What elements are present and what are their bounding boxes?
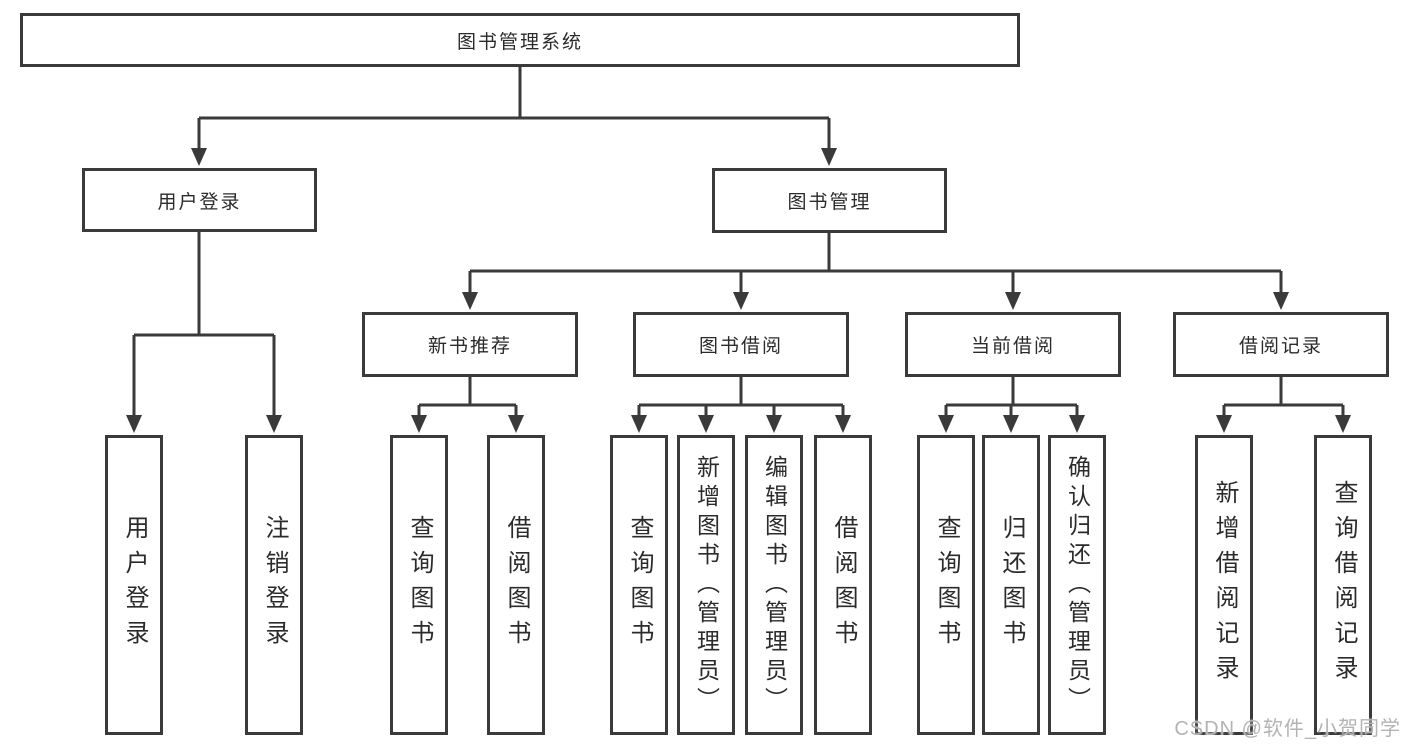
connector-user-login	[126, 232, 282, 433]
node-label: 查询图书	[933, 515, 960, 655]
node-book-borrowing: 图书借阅	[633, 312, 849, 377]
node-label: 当前借阅	[970, 336, 1055, 357]
leaf-add-books-admin: 新增图书（管理员）	[677, 435, 735, 735]
node-label: 新书推荐	[427, 336, 512, 357]
leaf-borrow-books-recommend: 借阅图书	[487, 435, 545, 735]
node-new-book-recommend: 新书推荐	[362, 312, 578, 377]
node-label: 注销登录	[261, 515, 288, 655]
node-label: 借阅图书	[830, 515, 857, 655]
node-label: 新增借阅记录	[1211, 480, 1238, 690]
node-book-management: 图书管理	[712, 168, 947, 233]
node-label: 归还图书	[998, 515, 1025, 655]
node-label: 图书管理系统	[456, 31, 583, 53]
node-label: 图书借阅	[698, 336, 783, 357]
connector-current-borrowing	[938, 377, 1085, 433]
node-root: 图书管理系统	[20, 13, 1020, 67]
node-borrowing-records: 借阅记录	[1173, 312, 1389, 377]
node-label: 编辑图书（管理员）	[761, 454, 788, 716]
node-label: 借阅记录	[1238, 336, 1323, 357]
leaf-return-books: 归还图书	[982, 435, 1040, 735]
node-user-login: 用户登录	[82, 168, 317, 232]
node-label: 借阅图书	[503, 515, 530, 655]
node-label: 查询借阅记录	[1330, 480, 1357, 690]
csdn-watermark: CSDN @软件_小贺同学	[1174, 718, 1401, 740]
node-label: 查询图书	[626, 515, 653, 655]
node-label: 用户登录	[121, 515, 148, 655]
node-label: 查询图书	[406, 515, 433, 655]
connector-book-management	[462, 233, 1289, 310]
leaf-add-borrow-record: 新增借阅记录	[1195, 435, 1253, 735]
node-label: 新增图书（管理员）	[693, 454, 720, 716]
node-label: 图书管理	[787, 192, 872, 213]
node-label: 用户登录	[157, 191, 242, 213]
leaf-user-login: 用户登录	[105, 435, 163, 735]
leaf-query-books-current: 查询图书	[917, 435, 975, 735]
leaf-query-books-recommend: 查询图书	[390, 435, 448, 735]
node-label: 确认归还（管理员）	[1064, 454, 1091, 716]
leaf-confirm-return-admin: 确认归还（管理员）	[1048, 435, 1106, 735]
leaf-logout: 注销登录	[245, 435, 303, 735]
leaf-borrow-books-borrowing: 借阅图书	[814, 435, 872, 735]
connector-book-borrowing	[631, 377, 851, 433]
leaf-edit-books-admin: 编辑图书（管理员）	[745, 435, 803, 735]
node-current-borrowing: 当前借阅	[905, 312, 1121, 377]
leaf-query-books-borrowing: 查询图书	[610, 435, 668, 735]
connector-borrowing-records	[1216, 377, 1351, 433]
connector-root	[191, 67, 837, 166]
leaf-query-borrow-record: 查询借阅记录	[1314, 435, 1372, 735]
connector-new-book-recommend	[411, 377, 524, 433]
